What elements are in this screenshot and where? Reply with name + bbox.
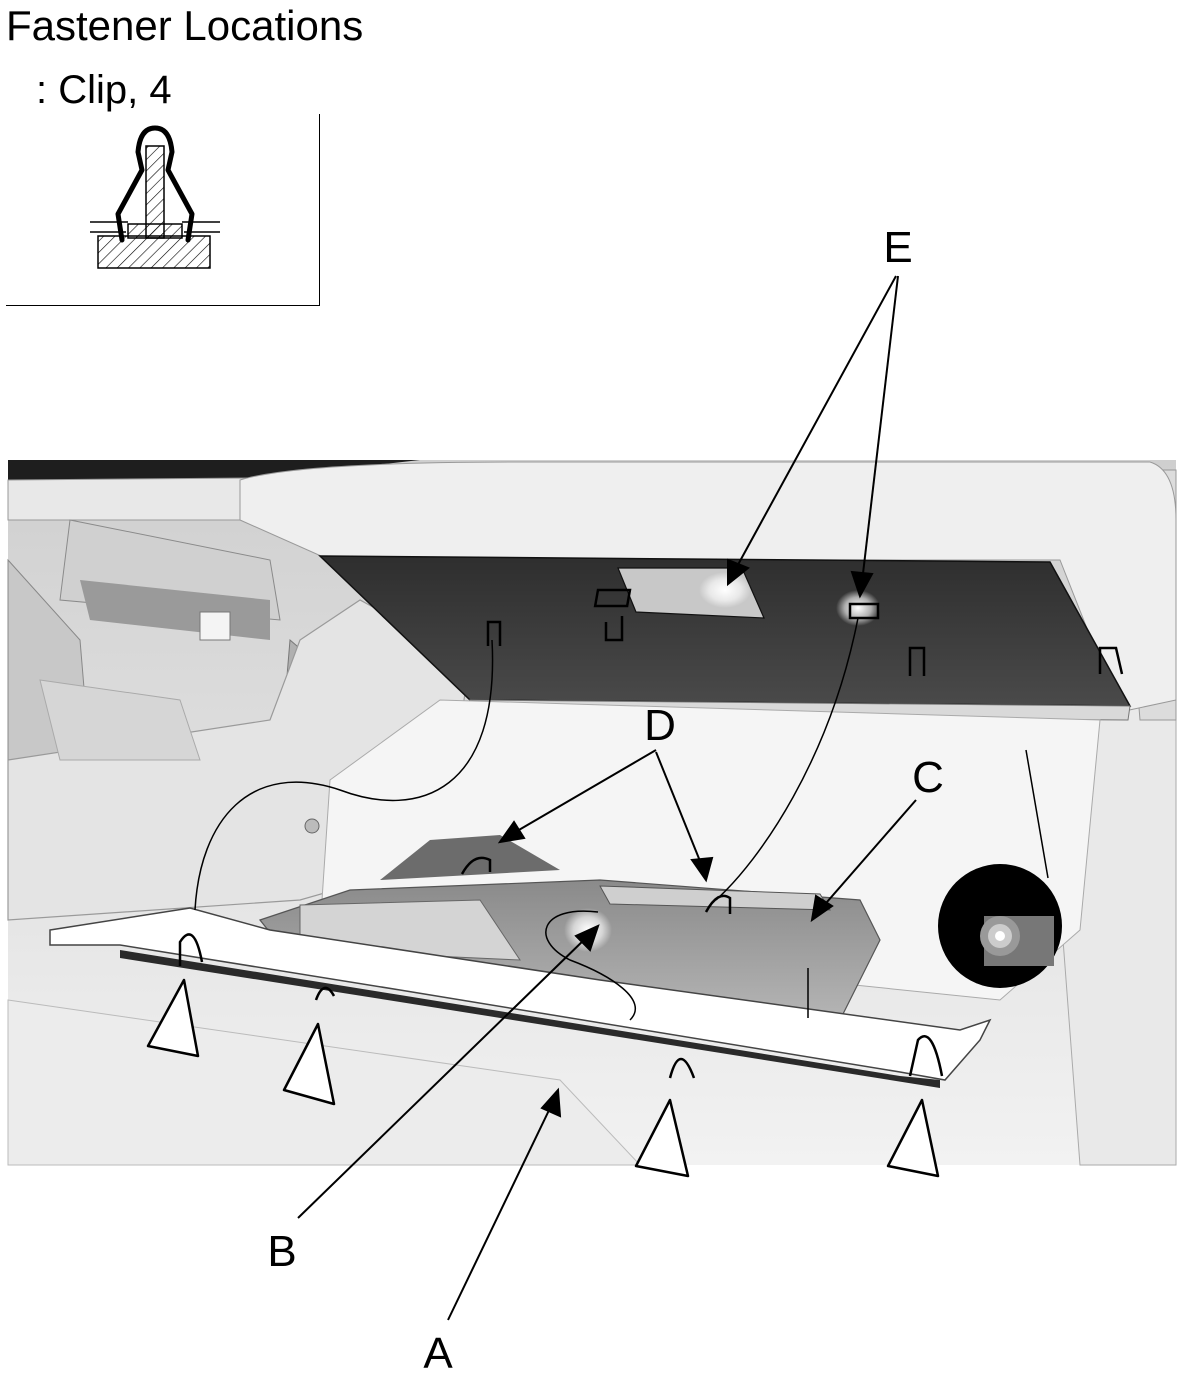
clip-location-markers: [146, 978, 940, 1178]
callout-e-label: E: [883, 223, 912, 272]
clip-marker-4: [886, 1098, 940, 1178]
clip-marker-1: [146, 978, 200, 1058]
clip-marker-2: [282, 1022, 336, 1106]
callout-c-label: C: [912, 753, 944, 802]
dashboard-scene-image: [7, 460, 1177, 1166]
callout-arrows: [297, 275, 917, 1321]
clip-legend-box: [6, 114, 320, 306]
callout-a-label: A: [423, 1329, 453, 1374]
diagram-title: Fastener Locations: [6, 2, 364, 49]
clip-symbol-icon: [90, 125, 220, 269]
callout-d-label: D: [644, 701, 676, 750]
callout-b-label: B: [267, 1227, 296, 1276]
wire-traces: [194, 617, 1049, 1021]
clip-legend-label: : Clip, 4: [36, 68, 172, 112]
clip-marker-3: [634, 1098, 690, 1178]
hook-fastener-icons: [178, 588, 1124, 1079]
